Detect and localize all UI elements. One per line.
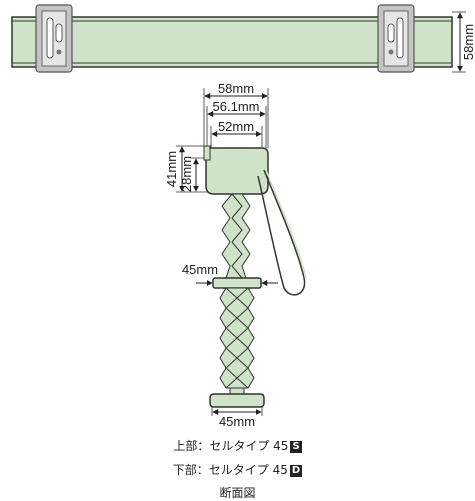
top-rail-height-label: 28mm [179,156,194,192]
top-total-height-label: 41mm [164,151,179,187]
rail-height-dimension: 58mm [452,11,475,73]
mounting-bracket-right [377,4,415,73]
lower-cell-fabric [219,287,255,389]
upper-type-badge: S [290,441,302,453]
bottom-rail-width-label: 45mm [219,414,255,429]
upper-type-label: 上部：セルタイプ 45 [173,439,289,453]
top-width-dimensions: 58mm 56.1mm 52mm [203,81,269,148]
top-overall-width-label: 58mm [218,81,254,96]
bottom-rail-dimension: 45mm [211,407,263,429]
head-rail-profile [203,145,269,195]
top-mid-width-label: 56.1mm [213,99,260,114]
top-inner-width-label: 52mm [218,119,254,134]
mounting-bracket-left [35,4,73,73]
top-height-dimensions: 41mm 28mm [164,145,212,193]
middle-rail-profile [212,277,262,289]
upper-cell-fabric [221,193,251,279]
lower-type-badge: D [289,465,303,477]
middle-rail-width-label: 45mm [182,262,218,277]
middle-rail-dimension: 45mm [182,262,278,286]
rail-height-label: 58mm [461,24,475,60]
lower-type-label: 下部：セルタイプ 45 [172,463,288,477]
section-title: 断面図 [219,486,256,500]
bottom-rail-profile [209,387,265,408]
cord-loop [257,169,307,296]
